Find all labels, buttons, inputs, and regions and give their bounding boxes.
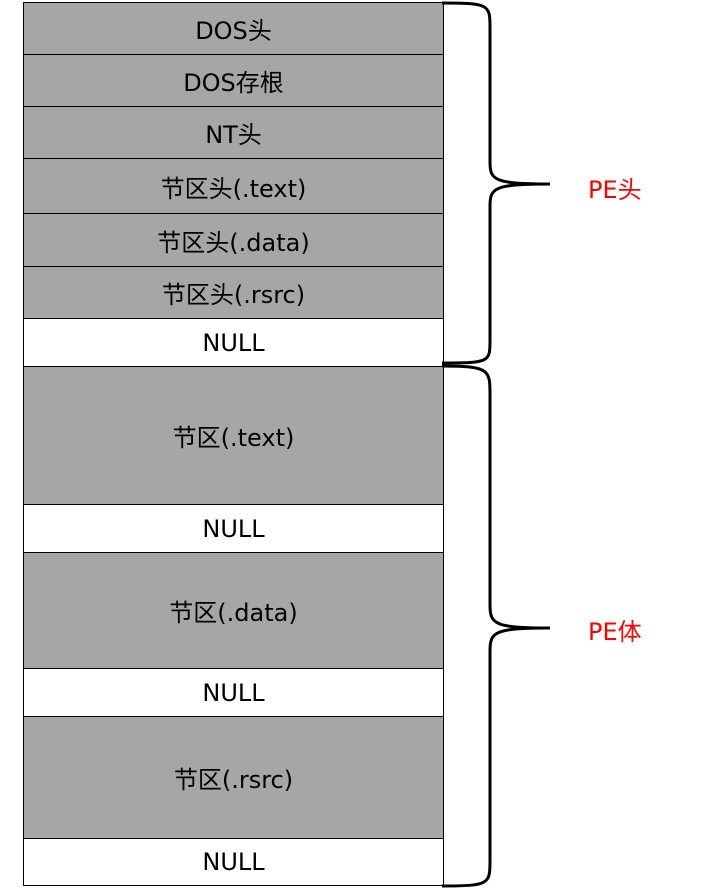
nt-header-block: NT头 (24, 107, 443, 159)
null-block-2: NULL (24, 505, 443, 553)
dos-stub-block: DOS存根 (24, 55, 443, 107)
pe-body-brace (441, 364, 551, 888)
section-text-label: 节区(.text) (172, 424, 295, 452)
section-header-text-label: 节区头(.text) (160, 174, 307, 203)
section-rsrc-block: 节区(.rsrc) (24, 717, 443, 839)
section-header-text-block: 节区头(.text) (24, 159, 443, 214)
null-label-4: NULL (202, 848, 265, 876)
null-block-4: NULL (24, 839, 443, 885)
null-label-2: NULL (202, 514, 265, 543)
section-header-data-label: 节区头(.data) (157, 228, 310, 257)
pe-body-label: PE体 (588, 618, 642, 646)
pe-structure-stack: DOS头 DOS存根 NT头 节区头(.text) 节区头(.data) 节区头… (23, 2, 444, 886)
dos-header-block: DOS头 (24, 3, 443, 55)
nt-header-label: NT头 (205, 121, 262, 149)
null-block-3: NULL (24, 669, 443, 717)
section-header-rsrc-block: 节区头(.rsrc) (24, 267, 443, 319)
null-label-1: NULL (202, 328, 265, 357)
section-data-label: 节区(.data) (169, 599, 298, 627)
null-label-3: NULL (202, 678, 265, 707)
section-header-data-block: 节区头(.data) (24, 214, 443, 267)
section-header-rsrc-label: 节区头(.rsrc) (161, 281, 306, 309)
null-block-1: NULL (24, 319, 443, 367)
pe-header-label: PE头 (588, 176, 642, 204)
section-text-block: 节区(.text) (24, 367, 443, 505)
section-rsrc-label: 节区(.rsrc) (173, 766, 294, 794)
dos-header-label: DOS头 (195, 17, 272, 45)
dos-stub-label: DOS存根 (183, 69, 284, 97)
pe-header-brace (441, 1, 551, 365)
section-data-block: 节区(.data) (24, 553, 443, 669)
